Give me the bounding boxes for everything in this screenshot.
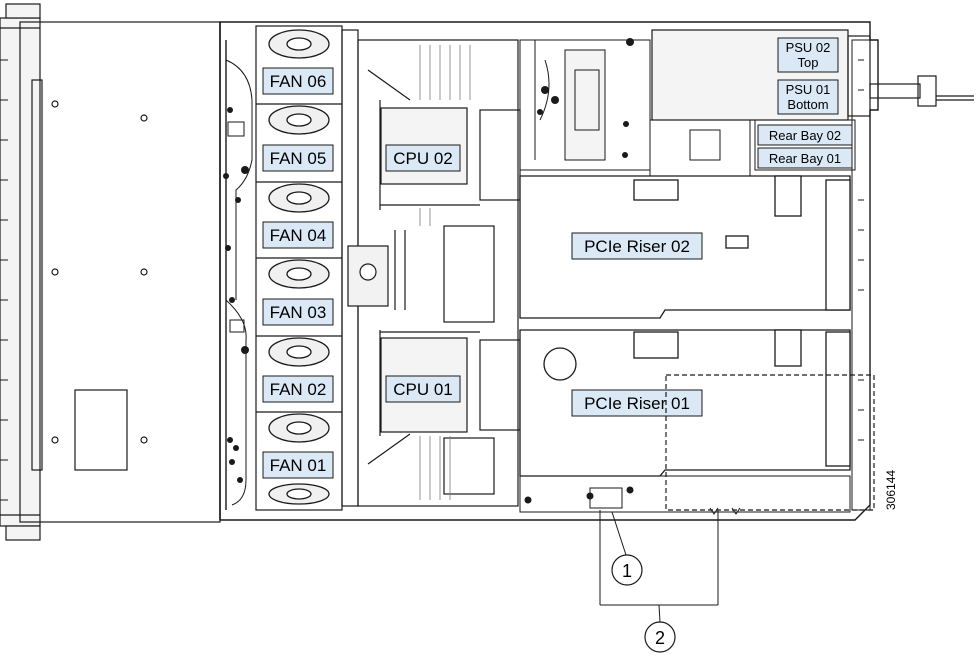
psu-02-label-line2: Top — [798, 55, 819, 70]
rear-board-components — [519, 39, 856, 177]
fan-06-label: FAN 06 — [270, 72, 327, 91]
pcie-riser-02-label: PCIe Riser 02 — [584, 237, 690, 256]
psu-01: PSU 01 Bottom — [777, 79, 839, 115]
fan-02-label: FAN 02 — [270, 380, 327, 399]
callout-2-bracket — [599, 510, 719, 623]
fan-03-label: FAN 03 — [270, 303, 327, 322]
callout-2: 2 — [644, 621, 676, 653]
fan-04-label: FAN 04 — [270, 226, 327, 245]
chassis — [219, 21, 879, 521]
rear-bay-01-label: Rear Bay 01 — [769, 151, 841, 166]
callout-1: 1 — [611, 554, 643, 586]
pcie-riser-01: PCIe Riser 01 — [571, 389, 703, 417]
fan-02: FAN 02 — [262, 375, 334, 403]
cable-routes — [225, 59, 253, 506]
cpu-02-label: CPU 02 — [393, 149, 453, 168]
fan-01-label: FAN 01 — [270, 456, 327, 475]
cpu-01: CPU 01 — [380, 337, 468, 433]
psu-01-label-line1: PSU 01 — [786, 82, 831, 97]
callout-2-number: 2 — [655, 628, 665, 648]
psu-01-label-line2: Bottom — [787, 97, 828, 112]
rear-bracket-slots — [851, 39, 871, 511]
bezel-ticks — [0, 59, 8, 501]
rear-board-dots — [537, 38, 634, 158]
fan-05: FAN 05 — [262, 144, 334, 172]
psu-02: PSU 02 Top — [777, 37, 839, 73]
rear-bay-02: Rear Bay 02 — [757, 124, 853, 146]
cpu-02: CPU 02 — [380, 107, 468, 185]
rear-bay-02-label: Rear Bay 02 — [769, 128, 841, 143]
board-edge-strip — [519, 475, 851, 515]
cpu-01-label: CPU 01 — [393, 380, 453, 399]
callout-1-number: 1 — [622, 561, 632, 581]
callout-1-leader — [611, 511, 627, 556]
fan-06: FAN 06 — [262, 67, 334, 95]
pcie-riser-01-label: PCIe Riser 01 — [584, 394, 690, 413]
psu-02-label-line1: PSU 02 — [786, 40, 831, 55]
callout-2-dashed-region — [665, 374, 875, 511]
drive-bay-rivets — [51, 100, 148, 444]
figure-id: 306144 — [884, 470, 898, 510]
cpu-area — [347, 39, 521, 507]
fan-04: FAN 04 — [262, 221, 334, 249]
pcie-riser-02: PCIe Riser 02 — [571, 232, 703, 260]
front-bezel — [0, 3, 221, 541]
memory-slots — [419, 45, 471, 500]
fan-03: FAN 03 — [262, 298, 334, 326]
rear-bay-01: Rear Bay 01 — [757, 147, 853, 169]
fan-05-label: FAN 05 — [270, 149, 327, 168]
fan-rotors — [268, 29, 330, 505]
fan-01: FAN 01 — [262, 451, 334, 479]
